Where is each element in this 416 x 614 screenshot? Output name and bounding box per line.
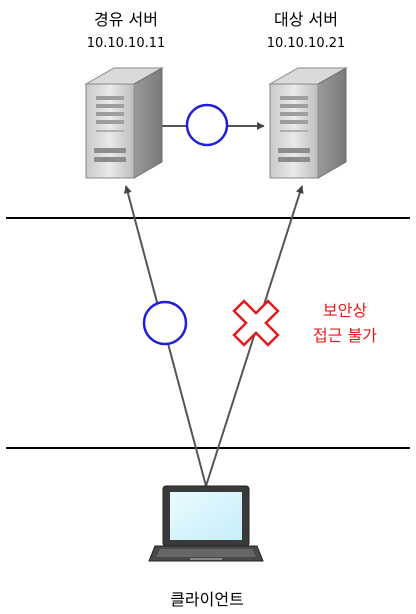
target-server-icon [269,67,347,179]
allowed-circle-icon [142,300,188,346]
client-name: 클라이언트 [170,590,244,609]
via-server-icon [85,67,163,179]
blocked-note-line2: 접근 불가 [313,326,377,345]
via-server-ip: 10.10.10.11 [87,36,166,51]
blocked-note-line1: 보안상 [323,301,367,320]
client-laptop-icon [148,485,264,562]
allowed-circle-icon [185,103,229,147]
via-server-name: 경유 서버 [94,10,158,29]
blocked-x-icon [232,299,280,347]
target-server-name: 대상 서버 [274,10,338,29]
target-server-ip: 10.10.10.21 [267,36,346,51]
